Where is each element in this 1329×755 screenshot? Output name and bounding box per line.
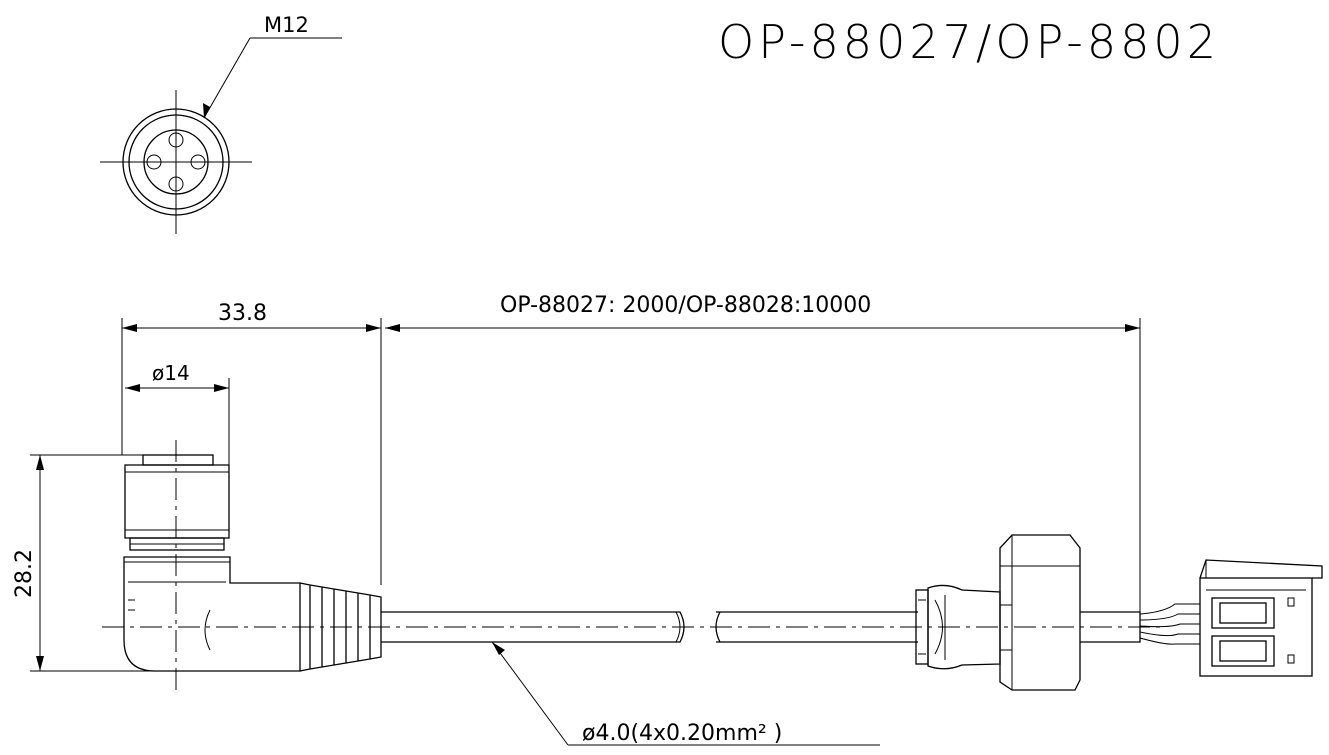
terminal-connector <box>1139 559 1323 677</box>
dimension-body-length: 33.8 <box>121 301 382 585</box>
body-length-label: 33.8 <box>218 301 267 326</box>
right-angle-connector <box>123 440 382 690</box>
cable-spec-label: ø4.0(4x0.20mm² ) <box>582 721 782 746</box>
dimension-diameter: ø14 <box>125 361 230 465</box>
dimension-height: 28.2 <box>12 454 160 672</box>
connector-front-view: M12 <box>100 13 342 234</box>
panel-connector <box>915 534 1141 691</box>
diameter-label: ø14 <box>152 361 190 385</box>
dimension-overall-length: OP-88027: 2000/OP-88028:10000 <box>385 293 1141 612</box>
part-number-title: OP-88027/OP-8802 <box>718 15 1220 69</box>
cable: ø4.0(4x0.20mm² ) <box>102 611 1160 746</box>
height-label: 28.2 <box>12 549 37 598</box>
overall-length-label: OP-88027: 2000/OP-88028:10000 <box>500 293 871 318</box>
thread-label: M12 <box>264 13 309 37</box>
